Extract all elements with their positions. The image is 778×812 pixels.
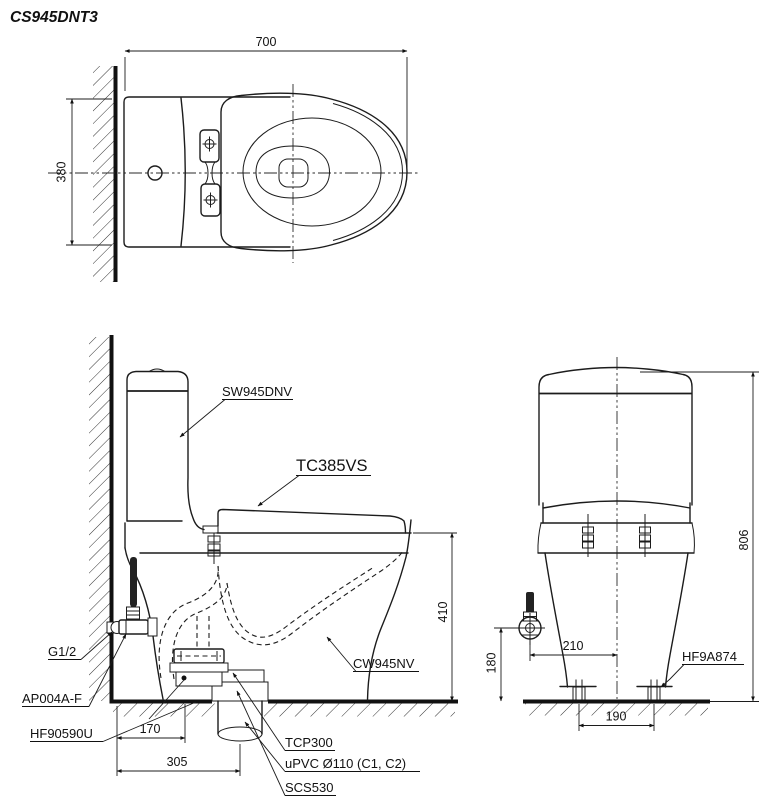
leader-stop-valve bbox=[88, 633, 127, 707]
flange-base-plate bbox=[169, 662, 229, 673]
floor-hatching-front-view bbox=[525, 703, 708, 716]
seat-outline-side bbox=[217, 508, 407, 534]
leader-fixing-bolt bbox=[660, 664, 685, 688]
leader-flange bbox=[232, 672, 286, 751]
front-view: 806 180 210 190 HF9A874 bbox=[485, 357, 759, 731]
lid-outline-top bbox=[220, 92, 408, 252]
dim-valve-offset: 210 bbox=[563, 639, 584, 653]
pedestal-left-contour bbox=[544, 552, 569, 688]
seat-opening-ellipse bbox=[242, 117, 382, 227]
hinge-cover-curve bbox=[211, 161, 216, 185]
leader-socket bbox=[236, 690, 286, 796]
cistern-outline-side bbox=[126, 370, 205, 531]
seat-bolt-nut bbox=[207, 535, 221, 543]
wall-hatching-side-view bbox=[89, 337, 110, 701]
leader-drain-pipe bbox=[244, 721, 286, 772]
side-view: 410 170 305 SW945DNV TC385VS CW945NV G1/… bbox=[22, 335, 458, 796]
drain-hole-top bbox=[278, 158, 309, 188]
flush-button-top bbox=[147, 165, 163, 181]
seat-hinge-side bbox=[202, 525, 219, 534]
dim-width: 700 bbox=[256, 35, 277, 49]
cistern-outline-front bbox=[538, 366, 693, 506]
stop-valve-body bbox=[118, 619, 149, 635]
label-seat-cover: TC385VS bbox=[296, 457, 368, 475]
dim-valve-height: 180 bbox=[485, 653, 499, 674]
label-fixing-bolt: HF9A874 bbox=[682, 649, 737, 664]
label-drain-pipe: uPVC Ø110 (C1, C2) bbox=[285, 756, 406, 771]
leader-bowl bbox=[326, 636, 357, 672]
cistern-lid-knob bbox=[148, 368, 166, 372]
leader-water-inlet bbox=[80, 631, 113, 660]
wall-hatching-top-view bbox=[93, 66, 114, 282]
floor-hatching-side-view bbox=[113, 703, 455, 717]
label-socket: SCS530 bbox=[285, 780, 333, 795]
pedestal-right-contour bbox=[664, 552, 689, 688]
fixing-bolt-block bbox=[175, 671, 223, 687]
valve-end-cap bbox=[147, 617, 158, 637]
leader-seat-cover bbox=[257, 475, 300, 507]
cistern-outline-top bbox=[123, 96, 291, 248]
foot-bolt-cap-left bbox=[572, 686, 586, 702]
dim-outlet-offset: 305 bbox=[167, 755, 188, 769]
bowl-front-contour bbox=[366, 519, 412, 701]
leader-bolt-cap bbox=[102, 701, 197, 742]
seat-outline-front bbox=[542, 500, 691, 509]
supply-riser bbox=[130, 557, 137, 607]
supply-riser-front bbox=[526, 592, 534, 614]
label-cistern: SW945DNV bbox=[222, 384, 292, 399]
label-bolt-cap: HF90590U bbox=[30, 726, 93, 741]
hinge-cover-curve bbox=[204, 161, 209, 185]
label-stop-valve: AP004A-F bbox=[22, 691, 82, 706]
bowl-inner-curve bbox=[255, 145, 331, 199]
leader-cistern bbox=[179, 399, 226, 438]
top-view: 700 380 bbox=[48, 35, 420, 282]
fixing-bolt-point bbox=[181, 675, 187, 681]
dim-bolt-offset: 170 bbox=[140, 722, 161, 736]
drawing-title: CS945DNT3 bbox=[10, 9, 98, 26]
trapway-hidden-line bbox=[158, 565, 219, 679]
dim-rim-height: 410 bbox=[436, 602, 450, 623]
bowl-rear-contour bbox=[124, 547, 164, 700]
label-bowl: CW945NV bbox=[353, 656, 415, 671]
riser-nut bbox=[126, 606, 140, 620]
seat-hinge-upper bbox=[199, 129, 220, 163]
foot-bolt-cap-right bbox=[647, 686, 661, 702]
dim-bolt-spacing: 190 bbox=[606, 710, 627, 724]
cistern-lid-curve-top bbox=[180, 97, 186, 247]
lid-inner-edge bbox=[332, 103, 404, 241]
label-water-inlet: G1/2 bbox=[48, 644, 76, 659]
label-flange: TCP300 bbox=[285, 735, 333, 750]
dim-depth: 380 bbox=[55, 162, 69, 183]
seat-hinge-lower bbox=[200, 183, 221, 217]
dim-total-height: 806 bbox=[737, 530, 751, 551]
drain-pipe-opening bbox=[217, 726, 263, 742]
